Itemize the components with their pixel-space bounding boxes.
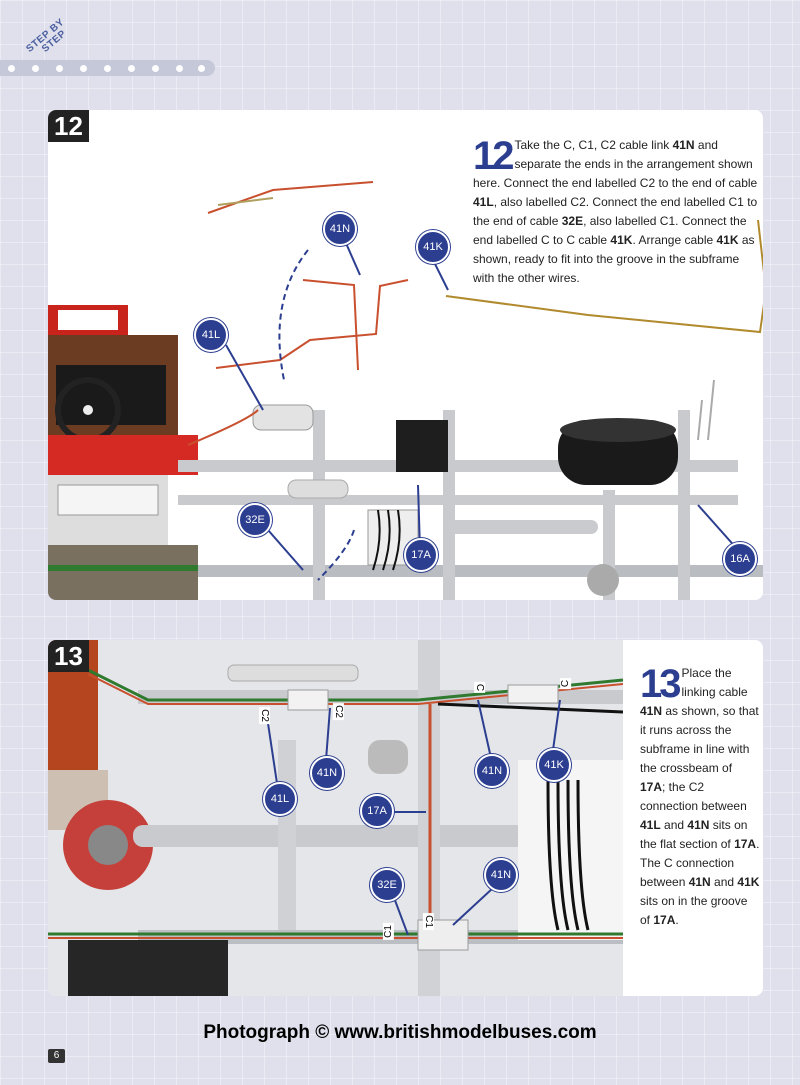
header-dot: [128, 65, 135, 72]
chassis-rail-bottom: [198, 565, 763, 577]
leader-41l: [225, 344, 264, 411]
header-dot: [32, 65, 39, 72]
callout-41n: 41N: [323, 212, 357, 246]
dashed-guide-32e: [317, 529, 355, 581]
leader-41k: [552, 699, 561, 751]
green-wire: [48, 565, 248, 571]
callout-17a: 17A: [360, 794, 394, 828]
prop-shaft: [448, 520, 598, 534]
cable-41n-sample: [215, 279, 409, 369]
header-dot: [56, 65, 63, 72]
cable-41n-middle: [302, 279, 359, 371]
steering-hub: [83, 405, 93, 415]
step-by-step-label: STEP BY STEP: [24, 16, 69, 55]
step-13-big-number: 13: [640, 662, 681, 706]
air-tank: [227, 664, 359, 682]
callout-41k: 41K: [537, 748, 571, 782]
label-c2: C2: [332, 703, 344, 720]
header-dot: [80, 65, 87, 72]
lower-frame: [48, 545, 198, 600]
air-tank-2: [287, 479, 349, 499]
prop-shaft: [133, 825, 553, 847]
leader-41n-a: [325, 707, 331, 761]
copyright-notice: Photograph © www.britishmodelbuses.com: [203, 1022, 597, 1043]
leader-41n-b: [477, 699, 492, 759]
step-13-photo: C2 C2 C C C1 C1: [48, 640, 623, 996]
bus-red-frame: [48, 435, 198, 475]
dark-base: [68, 940, 228, 996]
cable-41n-top: [207, 181, 374, 214]
brake-hub: [88, 825, 128, 865]
pipe: [278, 740, 296, 930]
step-13-number: 13: [48, 640, 89, 672]
callout-41l: 41L: [194, 318, 228, 352]
callout-41n: 41N: [475, 754, 509, 788]
cable-41k: [445, 219, 763, 334]
cable-41n-branch: [217, 197, 274, 206]
leader-32e: [392, 894, 409, 936]
header-dot: [104, 65, 111, 72]
air-tank: [252, 404, 314, 431]
fuel-tank-top: [560, 418, 676, 442]
callout-17a: 17A: [404, 538, 438, 572]
engine-head: [57, 484, 159, 516]
leader-16a: [697, 504, 739, 551]
battery-box: [396, 420, 448, 472]
header-dot: [176, 65, 183, 72]
callout-16a: 16A: [723, 542, 757, 576]
dashed-guide-a: [262, 380, 284, 503]
header-dot: [8, 65, 15, 72]
black-cables: [372, 509, 401, 571]
header-dot: [198, 65, 205, 72]
cable-41l: [187, 409, 259, 446]
label-c2: C2: [258, 707, 270, 724]
label-c: C: [474, 681, 486, 694]
diff: [587, 564, 619, 596]
step-13-panel: C2 C2 C C C1 C1 13 41L 41N 17A 41N 41K 3…: [48, 640, 763, 996]
step-12-photo: [48, 181, 763, 600]
callout-32e: 32E: [238, 503, 272, 537]
label-c1: C1: [422, 913, 434, 930]
step-12-number: 12: [48, 110, 89, 142]
connector-c: [507, 684, 559, 704]
page-number: 6: [48, 1049, 65, 1063]
crossbeam-4: [678, 410, 690, 600]
callout-32e: 32E: [370, 868, 404, 902]
step-12-big-number: 12: [473, 134, 514, 178]
wires-16a: [697, 379, 715, 441]
callout-41l: 41L: [263, 782, 297, 816]
callout-41k: 41K: [416, 230, 450, 264]
callout-41n: 41N: [310, 756, 344, 790]
bus-window: [58, 310, 118, 330]
leader-41n-c: [452, 887, 494, 926]
black-wire: [437, 702, 623, 714]
cylinder: [368, 740, 408, 774]
label-c: C: [560, 677, 572, 690]
black-cables: [546, 779, 590, 931]
dashed-guide-41l: [278, 249, 309, 381]
label-c1: C1: [382, 923, 394, 940]
leader-32e: [267, 529, 304, 571]
connector-c2: [287, 689, 329, 711]
chassis-rail-mid: [178, 495, 738, 505]
crossbeam-1: [313, 410, 325, 600]
header-dot: [152, 65, 159, 72]
callout-41n: 41N: [484, 858, 518, 892]
